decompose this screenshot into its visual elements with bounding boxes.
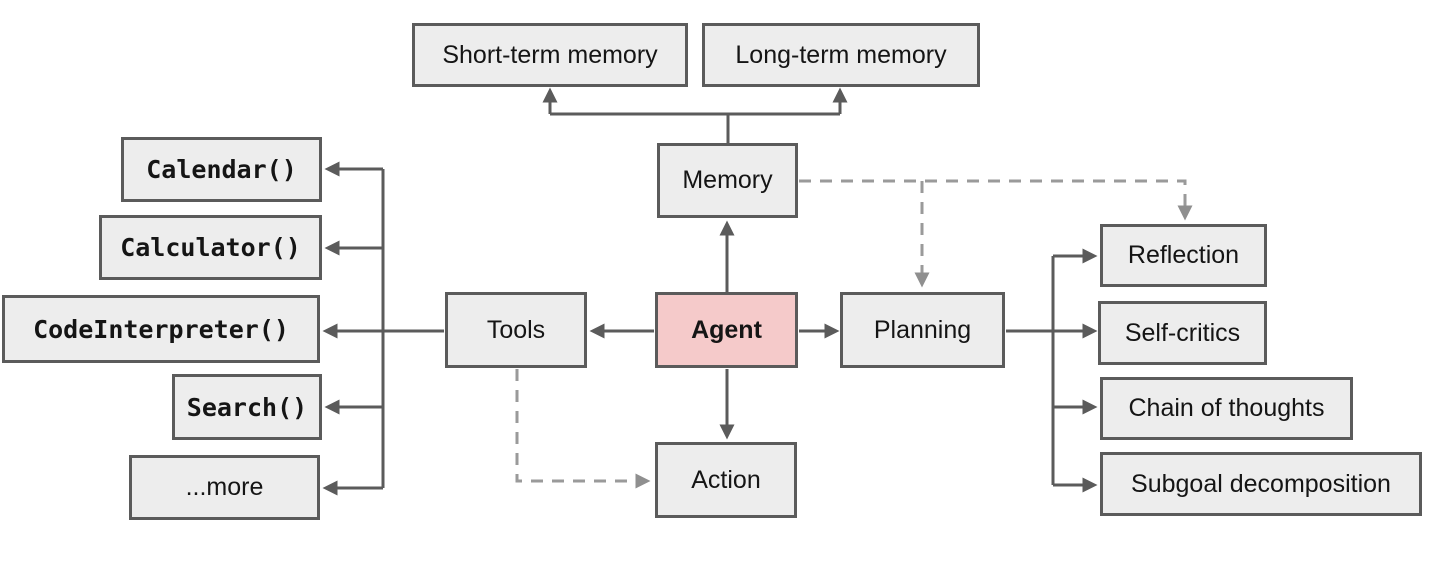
node-subgoal-decomposition: Subgoal decomposition xyxy=(1100,452,1422,516)
node-short-term-memory: Short-term memory xyxy=(412,23,688,87)
node-self-critics: Self-critics xyxy=(1098,301,1267,365)
node-calculator: Calculator() xyxy=(99,215,322,280)
node-memory: Memory xyxy=(657,143,798,218)
node-chain-of-thoughts: Chain of thoughts xyxy=(1100,377,1353,440)
node-code-interpreter: CodeInterpreter() xyxy=(2,295,320,363)
node-action: Action xyxy=(655,442,797,518)
node-agent: Agent xyxy=(655,292,798,368)
node-reflection: Reflection xyxy=(1100,224,1267,287)
node-search: Search() xyxy=(172,374,322,440)
dashed-tools-to-action xyxy=(515,369,651,489)
node-calendar: Calendar() xyxy=(121,137,322,202)
node-tools: Tools xyxy=(445,292,587,368)
node-planning: Planning xyxy=(840,292,1005,368)
dashed-memory-to-reflection xyxy=(799,179,1193,221)
node-long-term-memory: Long-term memory xyxy=(702,23,980,87)
node-more: ...more xyxy=(129,455,320,520)
